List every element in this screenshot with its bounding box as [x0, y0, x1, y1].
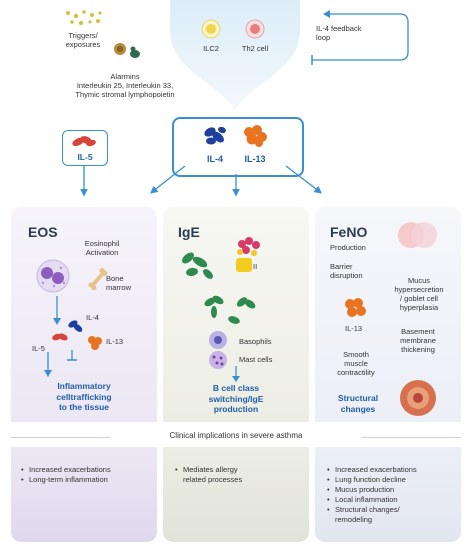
- basophil-mast-cells-icon: [209, 331, 227, 369]
- ige-outcome-label: B cell class switching/IgE production: [208, 383, 264, 414]
- mucus-hypersecretion-label: Mucus hypersecretion / goblet cell hyper…: [394, 276, 444, 312]
- mast-cells-label: Mast cells: [239, 355, 273, 364]
- smooth-muscle-label: Smooth muscle contractility: [337, 350, 375, 377]
- eosinophil-cell-icon: [36, 259, 70, 293]
- il4-feedback-label: IL-4 feedback loop: [316, 24, 362, 42]
- airway-tissue-icon: [400, 380, 436, 416]
- eos-il5-label: IL-5: [32, 344, 45, 353]
- il13-label: IL-13: [244, 154, 266, 164]
- feno-panel: [315, 207, 461, 422]
- basophils-label: Basophils: [239, 337, 272, 346]
- th2-label: Th2 cell: [241, 44, 269, 53]
- eos-inhibit-arrows: [44, 350, 77, 377]
- eosinophil-activation-label: Eosinophil Activation: [84, 239, 120, 257]
- eos-il13-protein-icon: [88, 336, 102, 350]
- list-item: Increased exacerbations: [21, 465, 151, 475]
- il4-il13-box: [172, 117, 304, 177]
- list-item: Local inflammation: [327, 495, 459, 505]
- alarmins-label: Alarmins Interleukin 25, Interleukin 33,…: [75, 72, 175, 99]
- b-cell-badge: [236, 258, 252, 272]
- bone-icon: [88, 268, 108, 290]
- list-item: Mediates allergy related processes: [175, 465, 305, 485]
- feno-implications-list: Increased exacerbations Lung function de…: [327, 465, 459, 525]
- feno-outcome-label: Structural changes: [337, 393, 379, 414]
- airway-cells-icon: [398, 222, 437, 248]
- feno-title: FeNO: [330, 224, 368, 240]
- b-cell-label: II: [253, 262, 258, 271]
- b-cell-icon: [237, 237, 260, 256]
- eos-title: EOS: [28, 224, 58, 240]
- il5-label: IL-5: [77, 152, 93, 162]
- ige-implications-list: Mediates allergy related processes: [175, 465, 305, 485]
- feno-il13-label: IL-13: [345, 324, 363, 333]
- eos-implications-list: Increased exacerbations Long-term inflam…: [21, 465, 151, 485]
- barrier-disruption-label: Barrier disruption: [330, 262, 363, 280]
- clinical-implications-label: Clinical implications in severe asthma: [110, 431, 362, 440]
- ige-panel: [163, 207, 309, 422]
- th2-cell-icon: [245, 19, 265, 39]
- eos-implications-panel: Increased exacerbations Long-term inflam…: [11, 447, 157, 542]
- bone-marrow-label: Bone marrow: [106, 274, 132, 292]
- list-item: Mucus production: [327, 485, 459, 495]
- feno-production-label: Production: [330, 243, 366, 252]
- ilc2-label: ILC2: [203, 44, 219, 53]
- list-item: Long-term inflammation: [21, 475, 151, 485]
- eos-panel: [11, 207, 157, 422]
- feno-implications-panel: Increased exacerbations Lung function de…: [315, 447, 461, 542]
- allergen-icons: [114, 43, 140, 58]
- antibody-cluster-icon: [182, 252, 213, 279]
- il5-protein-icon: [72, 136, 96, 147]
- triggers-particles-icon: [66, 10, 102, 25]
- eos-il13-label: IL-13: [106, 337, 124, 346]
- ige-down-arrow: [232, 366, 240, 382]
- eos-il4-protein-icon: [68, 320, 83, 332]
- ilc2-cell-icon: [201, 19, 221, 39]
- eos-il5-protein-icon: [52, 333, 68, 341]
- ige-title: IgE: [178, 224, 200, 240]
- eos-il4-label: IL-4: [86, 313, 99, 322]
- pathway-arrows: [80, 165, 323, 197]
- basement-membrane-label: Basement membrane thickening: [400, 327, 436, 354]
- il4-protein-icon: [204, 126, 226, 145]
- il4-label: IL-4: [206, 154, 223, 164]
- feedback-loop-arrow: [311, 10, 409, 65]
- ige-antibodies-icon: [204, 295, 256, 324]
- ige-implications-panel: Mediates allergy related processes: [163, 447, 309, 542]
- list-item: Lung function decline: [327, 475, 459, 485]
- list-item: Increased exacerbations: [327, 465, 459, 475]
- list-item: Structural changes/ remodeling: [327, 505, 459, 525]
- il5-box: [62, 130, 108, 166]
- eos-outcome-label: Inflammatory celltrafficking to the tiss…: [56, 381, 112, 412]
- feno-il13-protein-icon: [345, 298, 366, 317]
- triggers-label: Triggers/ exposures: [65, 31, 101, 49]
- il13-protein-icon: [244, 125, 267, 147]
- eos-down-arrow: [53, 296, 61, 325]
